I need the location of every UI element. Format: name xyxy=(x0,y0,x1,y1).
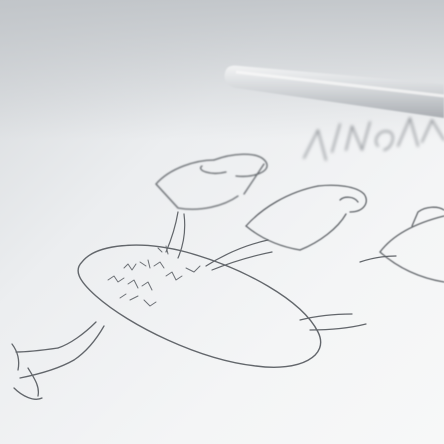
paper-top-shading xyxy=(0,0,444,140)
